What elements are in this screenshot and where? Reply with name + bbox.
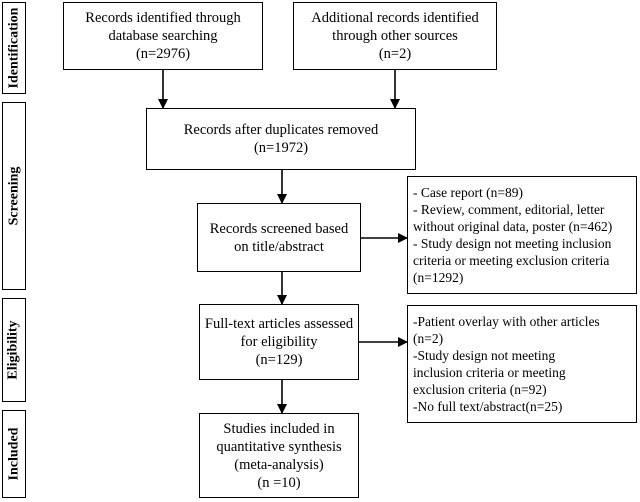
screened-line-2: on title/abstract — [234, 238, 324, 255]
stage-identification: Identification — [2, 2, 26, 94]
dedup-line-1: Records after duplicates removed — [183, 122, 379, 138]
fulltext-excl-line-4: inclusion criteria or meeting — [413, 365, 566, 380]
stage-screening: Screening — [2, 102, 26, 290]
included-line-3: (meta-analysis) — [234, 456, 324, 473]
dedup-line-2: (n=1972) — [253, 140, 309, 156]
included-line-1: Studies included in — [223, 420, 335, 437]
included-line-2: quantitative synthesis — [216, 438, 342, 455]
box-fulltext-assessed: Full-text articles assessed for eligibil… — [199, 304, 359, 380]
fulltext-excl-line-5: exclusion criteria (n=92) — [413, 382, 547, 397]
screened-line-1: Records screened based — [209, 220, 349, 237]
box-database-searching: Records identified through database sear… — [63, 2, 263, 70]
stage-eligibility: Eligibility — [2, 298, 26, 402]
stage-included: Included — [2, 410, 26, 498]
db-line-2: database searching — [108, 28, 218, 44]
fulltext-excl-line-1: -Patient overlay with other articles — [413, 314, 600, 329]
box-fulltext-exclusions: -Patient overlay with other articles (n=… — [407, 305, 637, 423]
other-line-2: through other sources — [332, 28, 458, 44]
screen-excl-line-3: without original data, poster (n=462) — [413, 219, 613, 234]
db-line-1: Records identified through — [85, 10, 241, 26]
fulltext-line-2: for eligibility — [240, 334, 318, 350]
screen-excl-line-2: - Review, comment, editorial, letter — [413, 202, 605, 217]
box-after-duplicates: Records after duplicates removed (n=1972… — [146, 108, 416, 170]
box-studies-included: Studies included in quantitative synthes… — [199, 413, 359, 498]
fulltext-excl-line-2: (n=2) — [413, 331, 444, 346]
fulltext-line-3: (n=129) — [255, 352, 303, 368]
fulltext-line-1: Full-text articles assessed — [204, 316, 354, 332]
box-screening-exclusions: - Case report (n=89) - Review, comment, … — [407, 176, 637, 294]
included-line-4: (n =10) — [257, 474, 301, 491]
other-line-1: Additional records identified — [311, 10, 479, 26]
fulltext-excl-line-6: -No full text/abstract(n=25) — [413, 399, 563, 414]
db-line-3: (n=2976) — [135, 46, 191, 62]
screen-excl-line-6: (n=1292) — [413, 270, 464, 285]
screen-excl-line-5: criteria or meeting exclusion criteria — [413, 253, 610, 268]
fulltext-excl-line-3: -Study design not meeting — [413, 348, 556, 363]
other-line-3: (n=2) — [378, 46, 412, 62]
box-records-screened: Records screened based on title/abstract — [197, 203, 361, 272]
screen-excl-line-4: - Study design not meeting inclusion — [413, 236, 612, 251]
screen-excl-line-1: - Case report (n=89) — [413, 185, 523, 200]
box-other-sources: Additional records identified through ot… — [293, 2, 497, 70]
